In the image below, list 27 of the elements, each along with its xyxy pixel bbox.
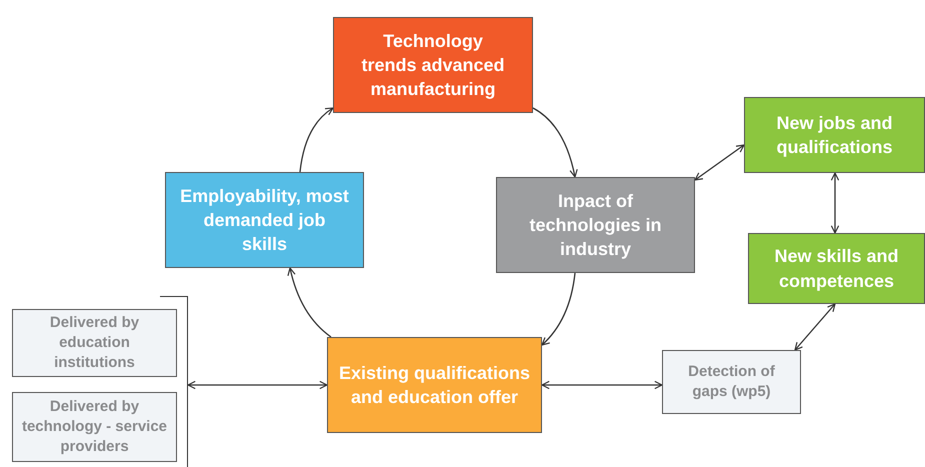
box-label: Technology trends advanced manufacturing: [360, 30, 506, 102]
box-label: Delivered by education institutions: [48, 312, 140, 374]
process-box: [165, 172, 364, 268]
process-box: [744, 97, 925, 173]
process-box: [327, 337, 542, 433]
arrow: [541, 380, 663, 390]
arrow: [541, 272, 576, 346]
arrow: [694, 144, 745, 181]
arrow: [532, 107, 578, 178]
arrow: [288, 267, 332, 338]
arrow: [299, 107, 334, 172]
process-box: [12, 309, 177, 377]
box-label: New skills and competences: [773, 245, 900, 293]
box-label: Delivered by technology - service providers: [20, 396, 168, 458]
arrow: [794, 303, 836, 351]
box-label: Inpact of technologies in industry: [528, 190, 662, 262]
box-label: New jobs and qualifications: [775, 112, 894, 159]
process-box: [748, 233, 925, 304]
arrow: [830, 172, 840, 234]
process-box: [662, 350, 801, 414]
process-box: [496, 177, 695, 273]
process-box: [333, 17, 533, 113]
box-label: Existing qualifications and education offer: [338, 362, 532, 409]
arrow: [187, 380, 328, 390]
process-box: [12, 392, 177, 462]
box-label: Detection of gaps (wp5): [687, 362, 776, 402]
box-label: Employability, most demanded job skills: [180, 184, 349, 256]
